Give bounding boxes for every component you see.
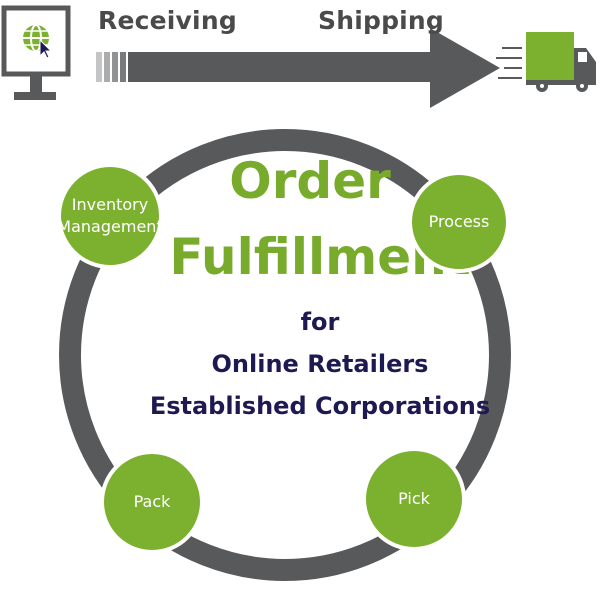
subtitle-for: for (300, 308, 340, 336)
fulfillment-cycle-ring (59, 129, 511, 581)
step-pick-label: Pick (398, 489, 430, 509)
subtitle-established-corporations: Established Corporations (149, 392, 491, 420)
step-pack-label: Pack (133, 492, 171, 512)
computer-with-globe-icon (1, 5, 71, 100)
subtitle-online-retailers: Online Retailers (211, 350, 429, 378)
step-inventory-management-label: Inventory Management (57, 195, 163, 236)
receiving-to-shipping-arrow (96, 28, 500, 108)
step-process: Process (408, 171, 510, 273)
step-pack: Pack (100, 450, 204, 554)
shipping-label: Shipping (318, 6, 445, 35)
receiving-label: Receiving (98, 6, 237, 35)
step-pick: Pick (362, 447, 466, 551)
delivery-truck-icon (496, 32, 596, 92)
title-order: Order (229, 152, 391, 210)
step-process-label: Process (428, 212, 490, 232)
step-inventory-management: Inventory Management (57, 163, 163, 269)
